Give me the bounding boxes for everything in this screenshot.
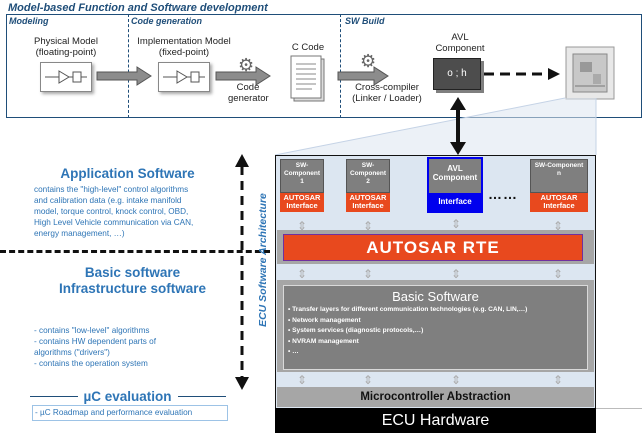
- application-software-title: Application Software: [60, 166, 195, 181]
- connector-arrow: ⇕: [553, 373, 564, 387]
- flow-arrow-3: [337, 66, 389, 86]
- avl-double-arrow: [450, 97, 466, 155]
- gear-icon: ⚙: [360, 51, 377, 71]
- uc-evaluation-box: - µC Roadmap and performance evaluation: [32, 405, 228, 421]
- uc-line-left: [30, 396, 78, 397]
- vertical-scope-arrow: [235, 154, 249, 390]
- baseline: [596, 408, 642, 409]
- connector-arrow: ⇕: [363, 219, 374, 233]
- connector-arrow: ⇕: [297, 219, 308, 233]
- uc-line-right: [178, 396, 226, 397]
- basic-software-description: - contains "low-level" algorithms- conta…: [34, 326, 156, 368]
- autosar-rte: AUTOSAR RTE: [283, 234, 583, 261]
- gear-icon: ⚙: [238, 55, 255, 75]
- basic-software-items: • Transfer layers for different communic…: [288, 306, 528, 355]
- dashed-arrow: [484, 68, 560, 80]
- basic-software-title-ecu: Basic Software: [392, 289, 479, 304]
- ecu-board-image: [565, 46, 615, 100]
- connector-arrow: ⇕: [451, 217, 462, 231]
- physical-model-block: [40, 62, 92, 92]
- flow-arrow-2: [215, 66, 271, 86]
- diagram-title: Model-based Function and Software develo…: [8, 2, 268, 14]
- microcontroller-abstraction: Microcontroller Abstraction: [277, 387, 594, 407]
- app-basic-divider: [0, 250, 270, 253]
- implementation-model-block: [158, 62, 210, 92]
- stage-separator: [340, 14, 342, 118]
- avl-component: AVL Component Interface: [427, 157, 483, 213]
- stage-modeling: Modeling: [9, 16, 49, 26]
- ecu-software-architecture-label: ECU Software Architecture: [257, 193, 269, 327]
- implementation-model-label: Implementation Model(fixed-point): [137, 36, 231, 58]
- ecu-software-architecture-label-box: ECU Software Architecture: [253, 160, 273, 360]
- block-diagram-icon: [163, 70, 205, 84]
- uc-evaluation-title: µC evaluation: [83, 389, 172, 404]
- stage-code-generation: Code generation: [131, 16, 203, 26]
- avl-component-line1: AVL: [447, 164, 463, 173]
- connector-arrow: ⇕: [553, 219, 564, 233]
- block-diagram-icon: [45, 70, 87, 84]
- avl-component-line2: Component: [432, 173, 478, 182]
- avl-file-icon: o ; h: [433, 58, 481, 90]
- connector-arrow: ⇕: [451, 267, 462, 281]
- connector-arrow: ⇕: [363, 267, 374, 281]
- stage-sw-build: SW Build: [345, 16, 385, 26]
- cross-compiler-label: Cross-compiler(Linker / Loader): [352, 82, 422, 104]
- stage-separator: [128, 14, 130, 118]
- component-ellipsis: ……: [488, 186, 518, 202]
- ecu-hardware: ECU Hardware: [275, 408, 596, 433]
- flow-arrow-1: [96, 66, 152, 86]
- connector-arrow: ⇕: [451, 373, 462, 387]
- application-software-description: contains the "high-level" control algori…: [34, 185, 194, 238]
- physical-model-label: Physical Model(floating-point): [34, 36, 98, 58]
- c-code-label: C Code: [291, 42, 325, 53]
- basic-software-box: Basic Software • Transfer layers for dif…: [283, 285, 588, 370]
- connector-arrow: ⇕: [297, 373, 308, 387]
- connector-arrow: ⇕: [363, 373, 374, 387]
- avl-interface: Interface: [429, 193, 481, 211]
- connector-arrow: ⇕: [553, 267, 564, 281]
- c-code-document-icon: [290, 55, 325, 102]
- connector-arrow: ⇕: [297, 267, 308, 281]
